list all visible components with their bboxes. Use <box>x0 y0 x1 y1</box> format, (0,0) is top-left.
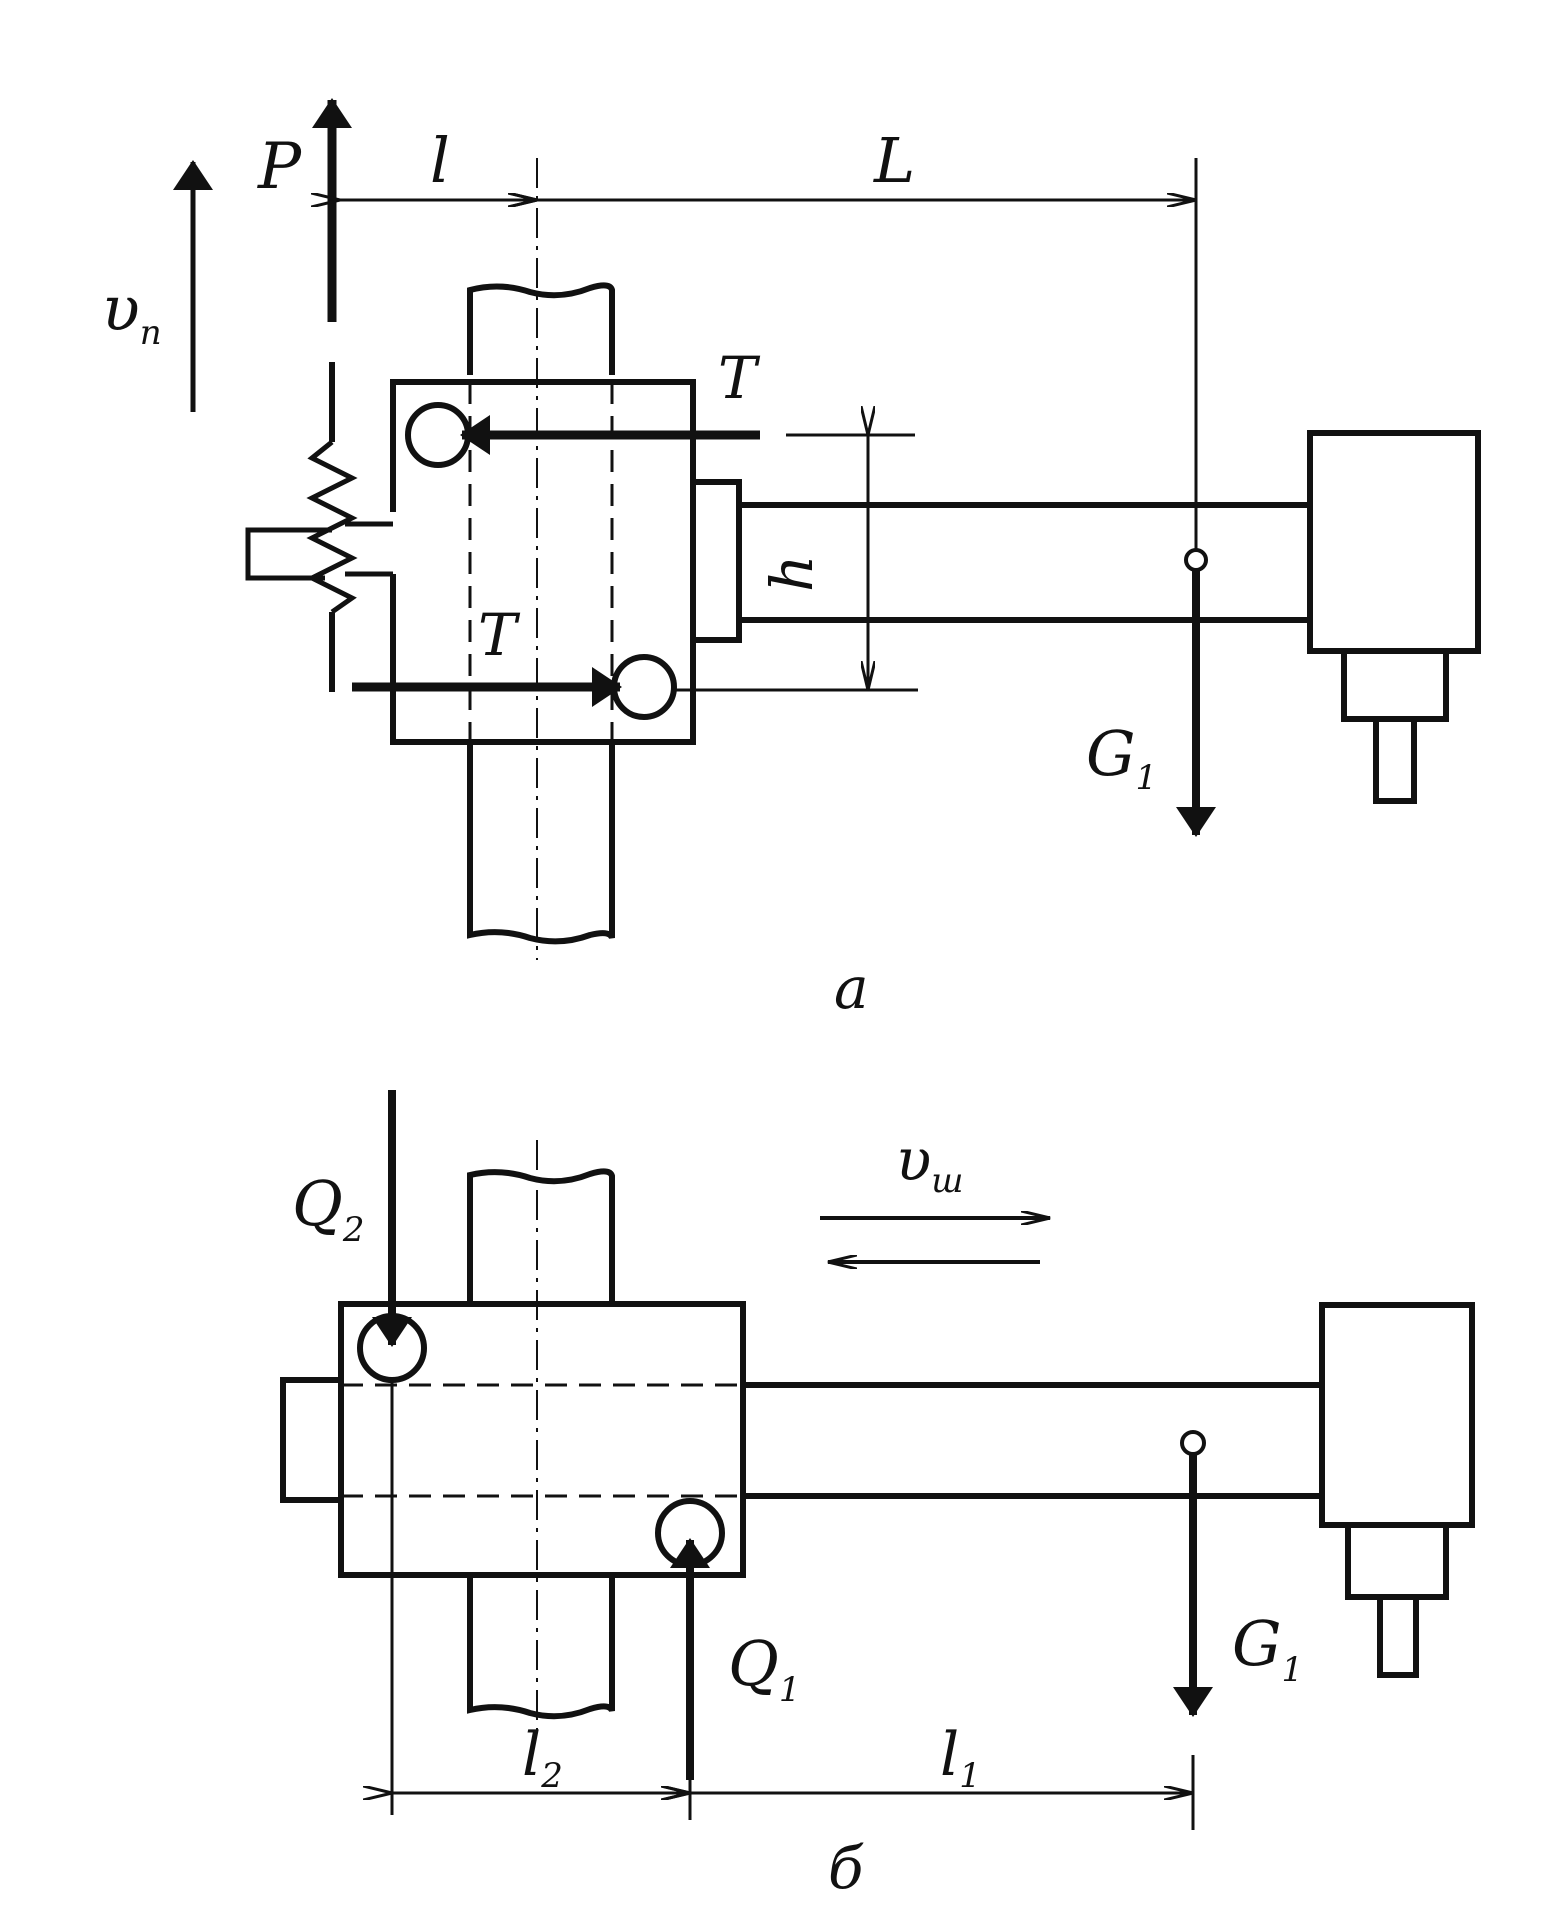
figure-a-labels: υп P l L T T h G1 а <box>102 124 1157 1022</box>
weight-application-point <box>1184 548 1208 572</box>
label-weight-g1-b: G1 <box>1232 1607 1303 1690</box>
label-force-p: P <box>257 130 302 204</box>
gripper-head-b <box>1319 1302 1475 1528</box>
figure-a <box>173 98 1481 960</box>
label-weight-g1-a: G1 <box>1086 717 1157 798</box>
label-dim-l2: l2 <box>522 1720 563 1796</box>
gripper-head <box>1307 430 1481 654</box>
roller-bottom <box>611 654 677 720</box>
damper-bracket <box>245 527 332 581</box>
column-upper-stub-b <box>467 1168 615 1304</box>
gripper-neck <box>1341 648 1449 722</box>
roller-top <box>405 402 471 468</box>
column-upper-stub <box>467 282 615 375</box>
carriage-body-b <box>338 1301 746 1578</box>
spring-icon <box>306 440 358 615</box>
label-friction-bottom: T <box>478 601 521 669</box>
figure-b-labels: υш Q2 Q1 G1 l2 l1 б <box>292 1126 1303 1902</box>
gripper-neck-b <box>1345 1522 1449 1600</box>
label-dim-h: h <box>758 555 826 592</box>
label-reaction-q2: Q2 <box>292 1167 364 1250</box>
column-lower-stub-b <box>467 1575 615 1720</box>
column-lower-stub <box>467 742 615 945</box>
caption-a: а <box>834 954 869 1022</box>
label-friction-top: T <box>718 344 761 412</box>
left-flange-b <box>280 1377 344 1503</box>
arm-flange <box>690 479 742 643</box>
gripper-finger <box>1373 716 1417 804</box>
label-velocity-vp: υп <box>102 272 162 353</box>
weight-application-point-b <box>1180 1430 1206 1456</box>
caption-b: б <box>828 1834 864 1902</box>
label-velocity-vsh: υш <box>896 1126 963 1201</box>
label-dim-l1: l1 <box>940 1720 981 1796</box>
label-reaction-q1: Q1 <box>728 1627 800 1710</box>
gripper-finger-b <box>1377 1594 1419 1678</box>
figure-b <box>280 1090 1475 1830</box>
carriage-wall-gap <box>388 512 400 574</box>
label-dim-l: l <box>430 124 450 197</box>
label-dim-L: L <box>873 124 915 197</box>
